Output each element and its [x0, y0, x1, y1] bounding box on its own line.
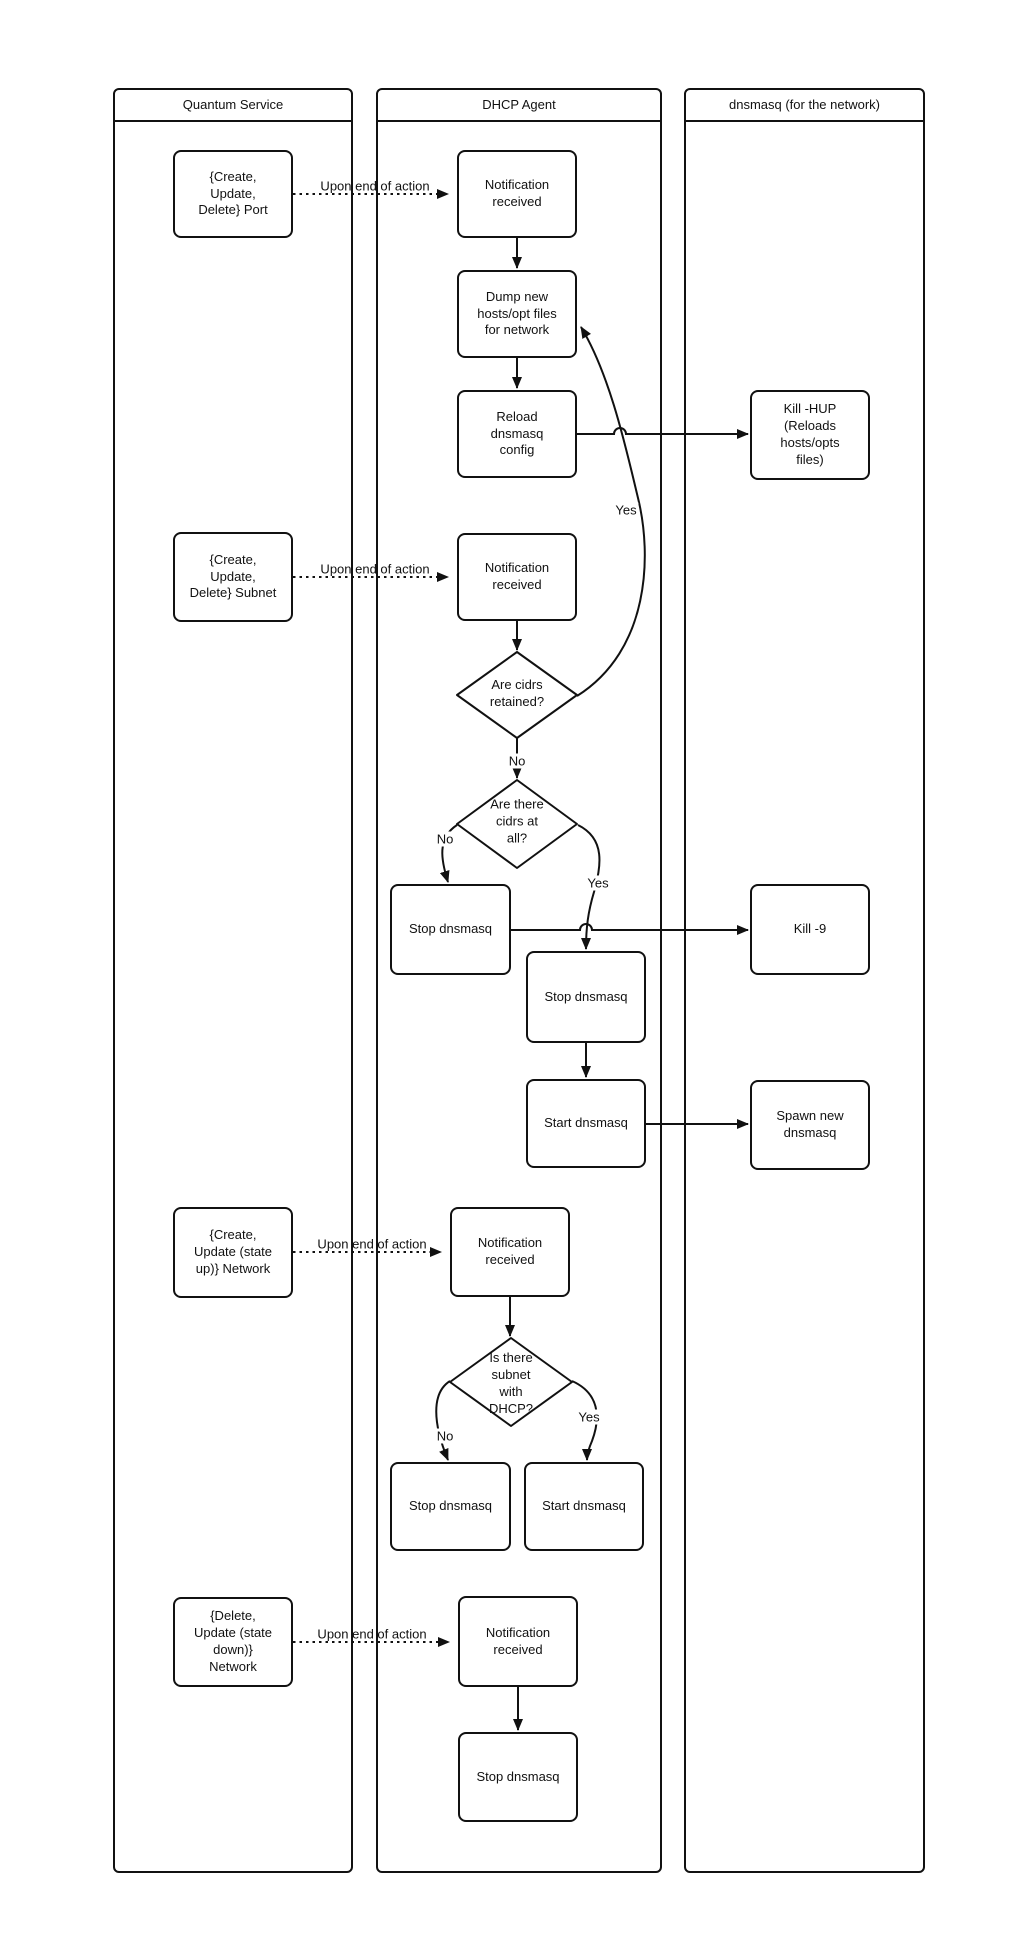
edge-label-no-subnet: No [434, 1428, 456, 1444]
edge-stop1-to-kill-9 [511, 923, 749, 935]
decision-is-there-subnet [449, 1337, 573, 1427]
node-dump-files: Dump new hosts/opt files for network [457, 270, 577, 358]
decision-are-cidrs-retained [456, 651, 578, 739]
node-notification-4: Notification received [458, 1596, 578, 1687]
edge-label-no-cidrs: No [434, 831, 456, 847]
node-kill-9: Kill -9 [750, 884, 870, 975]
lane-quantum-service: Quantum Service [113, 88, 353, 1873]
node-reload-config: Reload dnsmasq config [457, 390, 577, 478]
edge-label-upon-1: Upon end of action [320, 178, 430, 194]
lane-dnsmasq: dnsmasq (for the network) [684, 88, 925, 1873]
node-network-down-event: {Delete, Update (state down)} Network [173, 1597, 293, 1687]
edge-label-yes-cidrs: Yes [585, 875, 611, 891]
lane-title-dnsmasq: dnsmasq (for the network) [686, 90, 923, 122]
node-network-up-event: {Create, Update (state up)} Network [173, 1207, 293, 1298]
decision-are-there-cidrs-label: Are there cidrs at all? [490, 796, 544, 846]
lane-title-quantum-service: Quantum Service [115, 90, 351, 122]
node-port-event: {Create, Update, Delete} Port [173, 150, 293, 238]
node-stop-dnsmasq-3: Stop dnsmasq [390, 1462, 511, 1551]
edge-decision3-no-to-stop3 [435, 1380, 451, 1461]
decision-is-there-subnet-label: Is there subnet with DHCP? [488, 1350, 534, 1416]
node-kill-hup: Kill -HUP (Reloads hosts/opts files) [750, 390, 870, 480]
decision-are-there-cidrs [456, 779, 578, 869]
lane-title-dhcp-agent: DHCP Agent [378, 90, 660, 122]
decision-are-cidrs-retained-label: Are cidrs retained? [489, 677, 545, 709]
node-stop-dnsmasq-4: Stop dnsmasq [458, 1732, 578, 1822]
node-start-dnsmasq-1: Start dnsmasq [526, 1079, 646, 1168]
edge-label-upon-4: Upon end of action [317, 1626, 427, 1642]
edge-label-no-retained: No [506, 753, 528, 769]
node-stop-dnsmasq-1: Stop dnsmasq [390, 884, 511, 975]
node-notification-1: Notification received [457, 150, 577, 238]
lane-dhcp-agent: DHCP Agent [376, 88, 662, 1873]
edge-decision1-yes-to-dump [576, 326, 646, 697]
edge-reload-to-kill-hup [577, 427, 749, 439]
node-spawn-new-dnsmasq: Spawn new dnsmasq [750, 1080, 870, 1170]
node-notification-3: Notification received [450, 1207, 570, 1297]
edge-label-yes-subnet: Yes [576, 1409, 602, 1425]
edge-label-upon-2: Upon end of action [320, 561, 430, 577]
edge-decision2-no-to-stop1 [439, 824, 458, 883]
node-subnet-event: {Create, Update, Delete} Subnet [173, 532, 293, 622]
edge-decision3-yes-to-start2 [571, 1380, 598, 1461]
node-start-dnsmasq-2: Start dnsmasq [524, 1462, 644, 1551]
edge-decision2-yes-to-stop2 [577, 824, 601, 950]
node-notification-2: Notification received [457, 533, 577, 621]
edge-label-upon-3: Upon end of action [317, 1236, 427, 1252]
node-stop-dnsmasq-2: Stop dnsmasq [526, 951, 646, 1043]
edge-label-yes-retained: Yes [613, 502, 639, 518]
